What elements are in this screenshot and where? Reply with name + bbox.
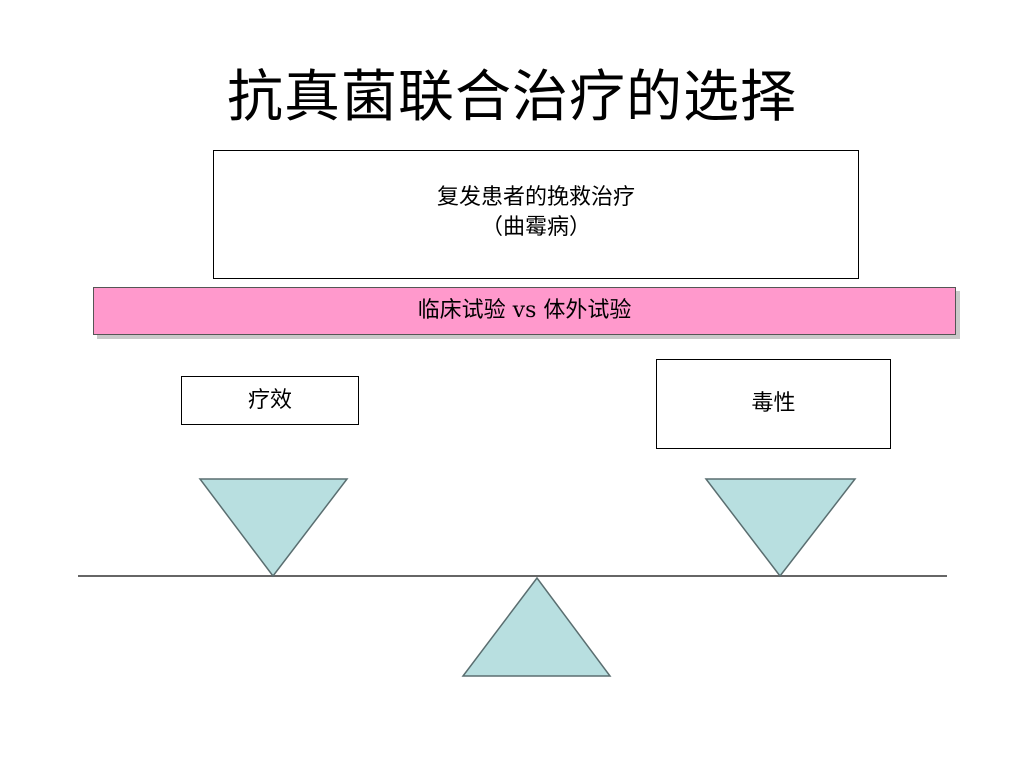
efficacy-box: 疗效	[181, 376, 359, 425]
salvage-therapy-text: 复发患者的挽救治疗	[436, 185, 635, 210]
left-weight-triangle	[198, 478, 349, 578]
salvage-therapy-box: 复发患者的挽救治疗 （曲霉病）	[213, 150, 859, 279]
aspergillosis-text: （曲霉病）	[480, 215, 591, 240]
clinical-vs-invitro-band: 临床试验 vs 体外试验	[93, 287, 956, 335]
right-weight-triangle	[704, 478, 857, 578]
toxicity-box: 毒性	[656, 359, 891, 449]
fulcrum-triangle	[461, 576, 612, 677]
slide-title: 抗真菌联合治疗的选择	[227, 65, 797, 130]
